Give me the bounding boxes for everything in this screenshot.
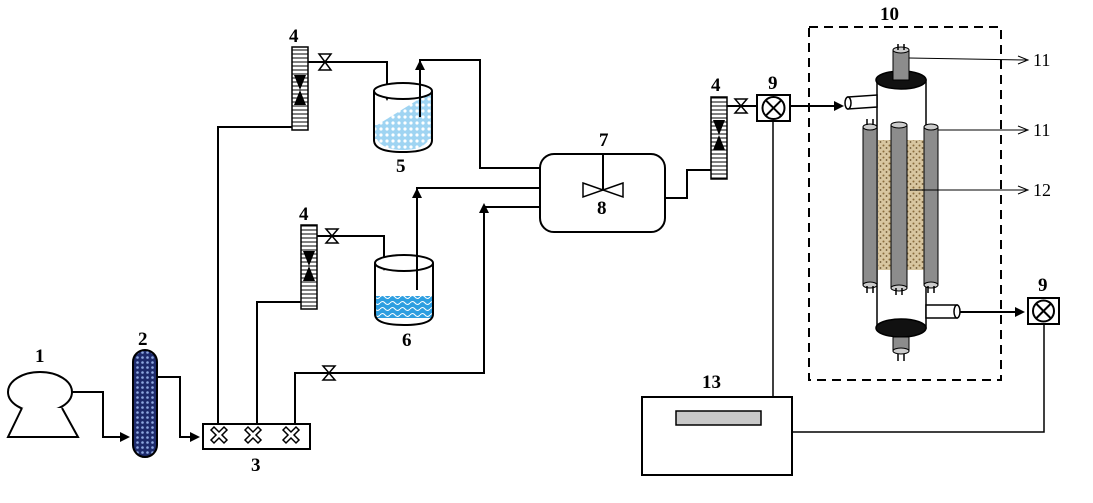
label-13: 13 — [702, 372, 721, 393]
vessel-5 — [373, 82, 433, 154]
label-8: 8 — [597, 198, 607, 219]
sensor-outlet — [1027, 297, 1060, 325]
label-9-in: 9 — [768, 73, 778, 94]
label-3: 3 — [251, 455, 261, 476]
sensor-inlet — [756, 94, 791, 122]
rotameter-mid — [300, 224, 318, 310]
label-6: 6 — [402, 330, 412, 351]
label-12: 12 — [1033, 180, 1051, 200]
label-5: 5 — [396, 156, 406, 177]
air-pump — [6, 371, 80, 438]
label-10: 10 — [880, 4, 899, 25]
label-11-mid: 11 — [1033, 120, 1050, 140]
label-2: 2 — [138, 329, 148, 350]
mixing-chamber — [539, 153, 666, 233]
gas-analyzer — [641, 396, 793, 476]
label-11-top: 11 — [1033, 50, 1050, 70]
rotameter-right — [710, 96, 728, 180]
line-mixer-rotameter-right — [665, 169, 711, 199]
vessel-6 — [374, 254, 434, 327]
line-pump-filter — [72, 391, 130, 442]
label-7: 7 — [599, 130, 609, 151]
callout-line-11-top — [908, 57, 1027, 61]
rotameter-top — [291, 46, 309, 131]
line-filter-manifold — [157, 376, 200, 442]
label-4-mid: 4 — [299, 204, 309, 225]
label-1: 1 — [35, 346, 45, 367]
line-manifold-rotameter-top — [217, 126, 292, 424]
label-4-right: 4 — [711, 75, 721, 96]
reactor — [844, 44, 961, 361]
valve-right — [733, 98, 749, 114]
label-4-top: 4 — [289, 26, 299, 47]
line-vessel5-mixer — [419, 59, 540, 169]
label-9-out: 9 — [1038, 275, 1048, 296]
line-manifold-rotameter-mid — [256, 301, 301, 424]
line-manifold-bypass — [294, 207, 485, 424]
dashed-enclosure — [808, 26, 1002, 381]
valve-manifold — [202, 423, 311, 450]
valve-mid — [324, 228, 340, 244]
valve-top — [317, 53, 333, 71]
filter-column — [132, 349, 158, 458]
line-vessel6-mixer — [416, 187, 540, 290]
line-sensor-out-analyzer — [792, 324, 1045, 433]
bypass-valve — [321, 365, 337, 381]
